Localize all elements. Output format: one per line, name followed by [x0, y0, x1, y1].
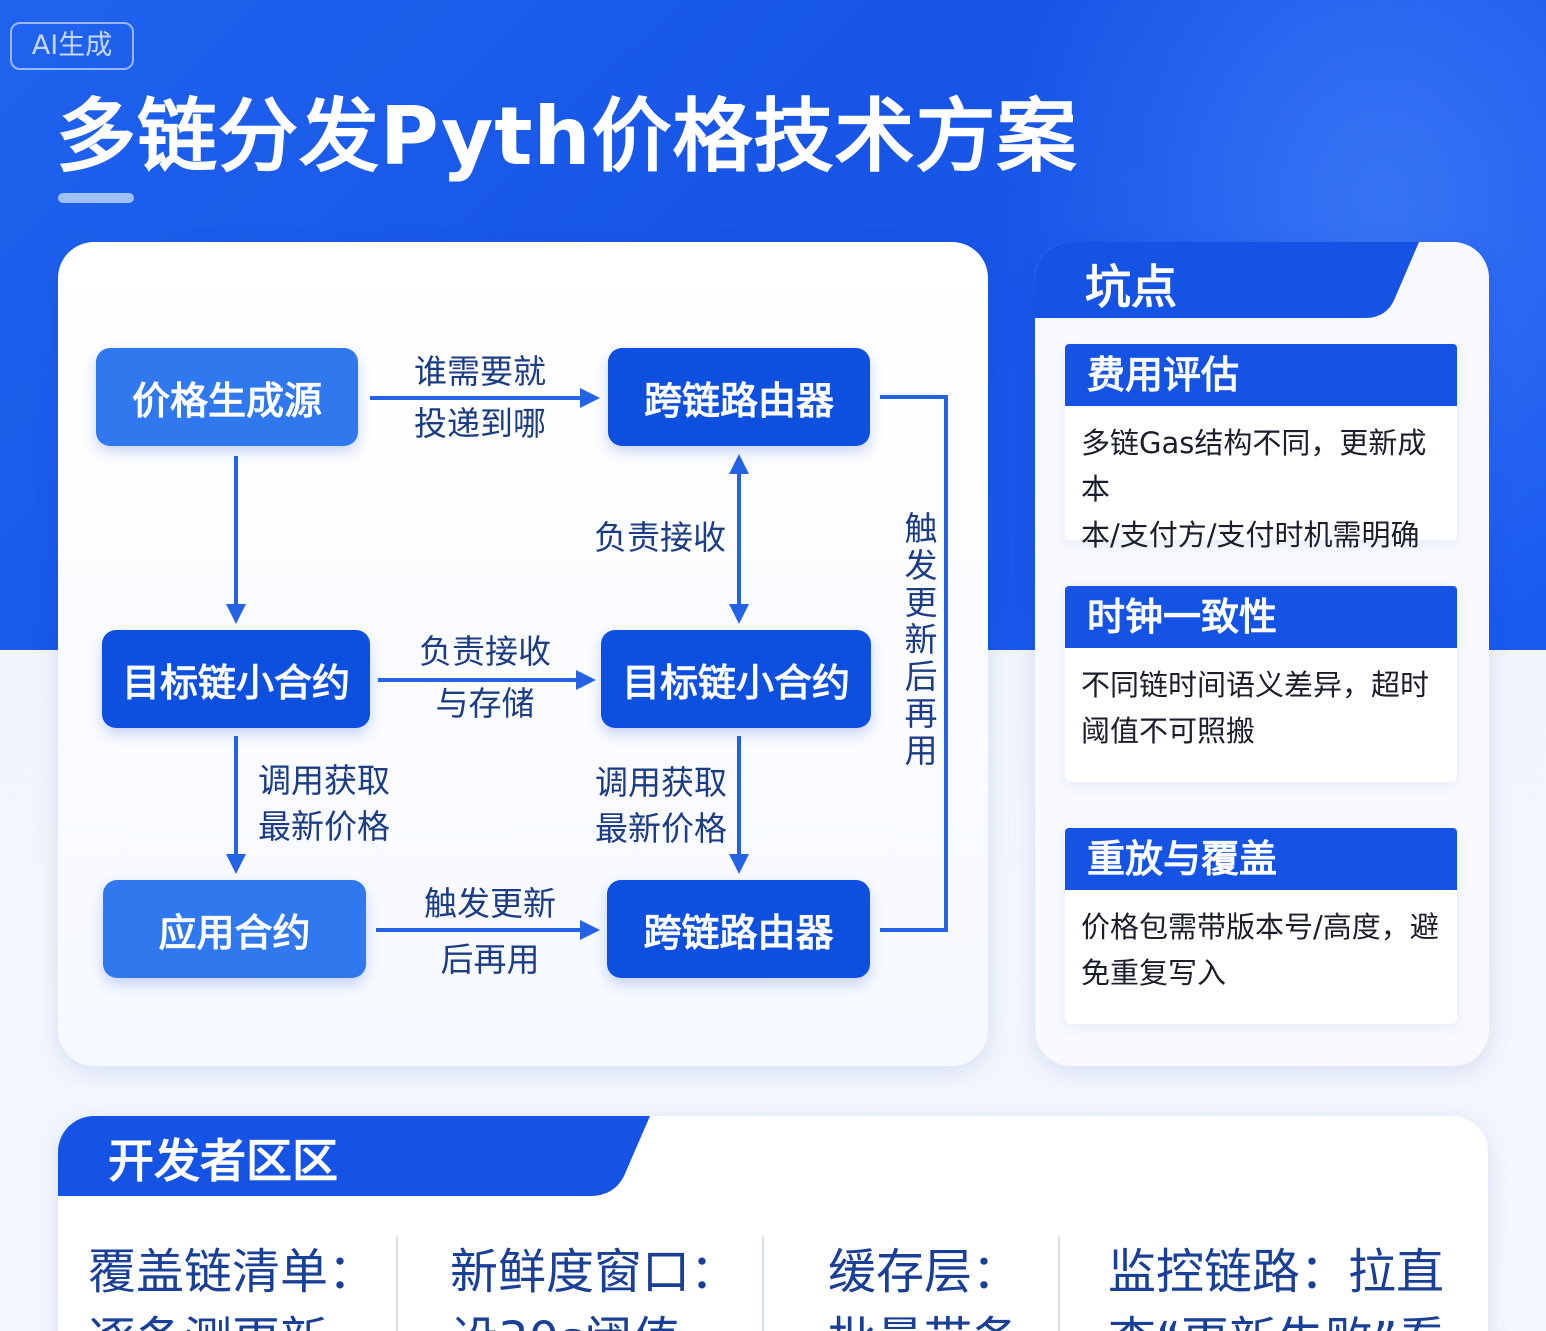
- divider: [396, 1236, 398, 1331]
- developer-header-shape: [58, 1116, 650, 1196]
- pitfall-card-title: 时钟一致性: [1065, 586, 1457, 648]
- developer-title: 开发者区区: [108, 1134, 338, 1188]
- pitfall-card: 费用评估 多链Gas结构不同，更新成本 本/支付方/支付时机需明确: [1065, 344, 1457, 552]
- developer-item-monitoring: 监控链路：拉直 查“更新失败”看: [1108, 1244, 1446, 1331]
- pitfall-card-body: 不同链时间语义差异，超时 阈值不可照搬: [1081, 668, 1430, 748]
- edge-label-app-to-router: 触发更新 后再用: [424, 884, 556, 979]
- pitfalls-title: 坑点: [1085, 260, 1177, 314]
- pitfall-card: 时钟一致性 不同链时间语义差异，超时 阈值不可照搬: [1065, 586, 1457, 782]
- pitfall-card: 重放与覆盖 价格包需带版本号/高度，避 免重复写入: [1065, 828, 1457, 1024]
- node-price-source: 价格生成源: [96, 348, 358, 446]
- pitfall-card-title: 费用评估: [1065, 344, 1457, 406]
- pitfalls-panel: 坑点 费用评估 多链Gas结构不同，更新成本 本/支付方/支付时机需明确 时钟一…: [1035, 242, 1489, 1066]
- pitfall-card-title: 重放与覆盖: [1065, 828, 1457, 890]
- edge-label-loop-back: 触发更新后再用: [904, 509, 938, 770]
- page-title: 多链分发Pyth价格技术方案: [56, 90, 1078, 183]
- node-target-left: 目标链小合约: [102, 630, 370, 728]
- developer-item-cache: 缓存层： 批量带备: [828, 1244, 1021, 1331]
- divider: [1058, 1236, 1060, 1331]
- node-target-right: 目标链小合约: [601, 630, 871, 728]
- edge-label-target-left-down: 调用获取 最新价格: [258, 761, 390, 846]
- pitfall-card-body: 价格包需带版本号/高度，避 免重复写入: [1081, 910, 1439, 990]
- pitfall-card-body: 多链Gas结构不同，更新成本 本/支付方/支付时机需明确: [1081, 426, 1427, 552]
- edge-label-router-to-target: 负责接收: [594, 518, 726, 557]
- developer-item-freshness: 新鲜度窗口： 设30s阈值: [450, 1244, 739, 1331]
- edge-label-source-to-router: 谁需要就 投递到哪: [414, 352, 546, 443]
- developer-item-coverage: 覆盖链清单： 逐条测更新: [88, 1244, 377, 1331]
- node-router-bottom: 跨链路由器: [607, 880, 870, 978]
- ai-generated-badge: AI生成: [10, 22, 134, 70]
- edge-label-target-to-target: 负责接收 与存储: [419, 632, 551, 723]
- title-underline: [58, 193, 134, 203]
- divider: [762, 1236, 764, 1331]
- pitfalls-header-shape: [1035, 242, 1419, 318]
- node-router-top: 跨链路由器: [608, 348, 870, 446]
- edge-label-target-right-down: 调用获取 最新价格: [595, 763, 727, 848]
- node-app-contract: 应用合约: [103, 880, 366, 978]
- developer-panel: 开发者区区 覆盖链清单： 逐条测更新 新鲜度窗口： 设30s阈值 缓存层： 批量…: [58, 1116, 1488, 1331]
- loop-back-line: [880, 395, 948, 932]
